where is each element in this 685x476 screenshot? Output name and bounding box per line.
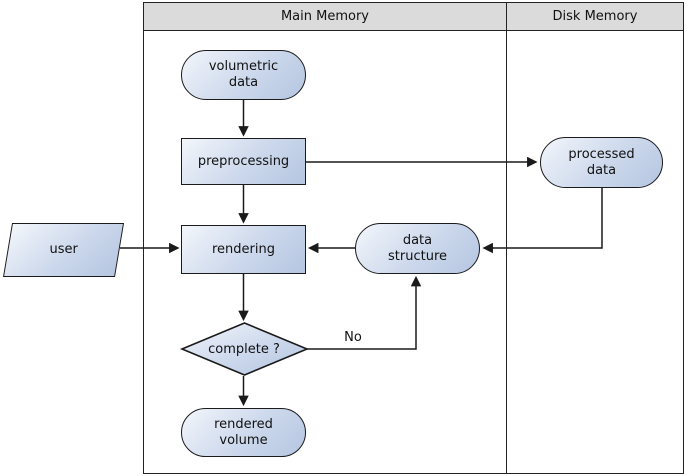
node-data-structure: data structure xyxy=(355,223,480,274)
node-processed-data: processed data xyxy=(540,137,663,188)
memory-table: Main Memory Disk Memory xyxy=(143,2,684,474)
node-volumetric-data: volumetric data xyxy=(181,50,306,100)
node-user: user xyxy=(3,223,125,277)
column-header-main-memory: Main Memory xyxy=(144,3,507,30)
edge-label-no: No xyxy=(344,330,362,345)
column-divider xyxy=(505,31,507,473)
node-rendering: rendering xyxy=(181,225,306,274)
node-user-label: user xyxy=(49,242,78,258)
node-preprocessing: preprocessing xyxy=(181,138,306,185)
table-header-row: Main Memory Disk Memory xyxy=(144,3,683,31)
node-rendered-volume: rendered volume xyxy=(181,408,306,457)
node-complete-label: complete ? xyxy=(208,341,280,357)
column-header-disk-memory: Disk Memory xyxy=(552,9,638,24)
